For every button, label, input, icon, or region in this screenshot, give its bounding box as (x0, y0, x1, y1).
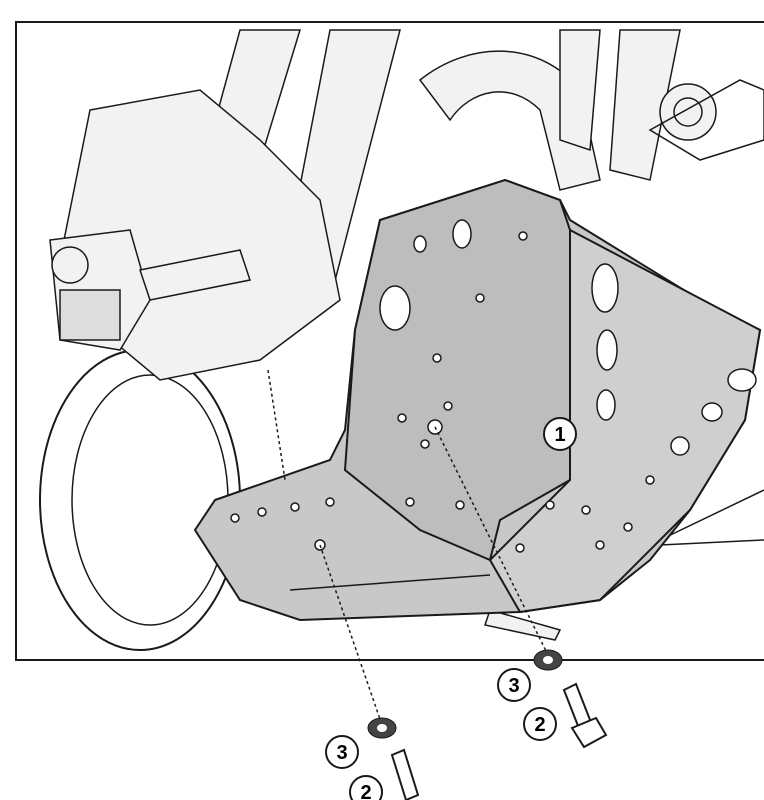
svg-text:3: 3 (508, 675, 519, 697)
washer-right (533, 649, 563, 671)
svg-text:2: 2 (534, 714, 545, 736)
motorcycle-sketch (39, 29, 764, 651)
callout-2-left: 2 (349, 775, 383, 800)
skid-plate (193, 178, 762, 622)
bolt-right (562, 682, 608, 749)
washer-left (367, 717, 397, 739)
bolt-left (390, 748, 420, 800)
callout-3-right: 3 (497, 668, 531, 702)
svg-text:3: 3 (336, 742, 347, 764)
svg-text:1: 1 (554, 424, 565, 446)
assembly-lines (267, 230, 571, 726)
callout-3-left: 3 (325, 735, 359, 769)
callout-1: 1 (543, 417, 577, 451)
svg-text:2: 2 (360, 782, 371, 800)
callout-2-right: 2 (523, 707, 557, 741)
